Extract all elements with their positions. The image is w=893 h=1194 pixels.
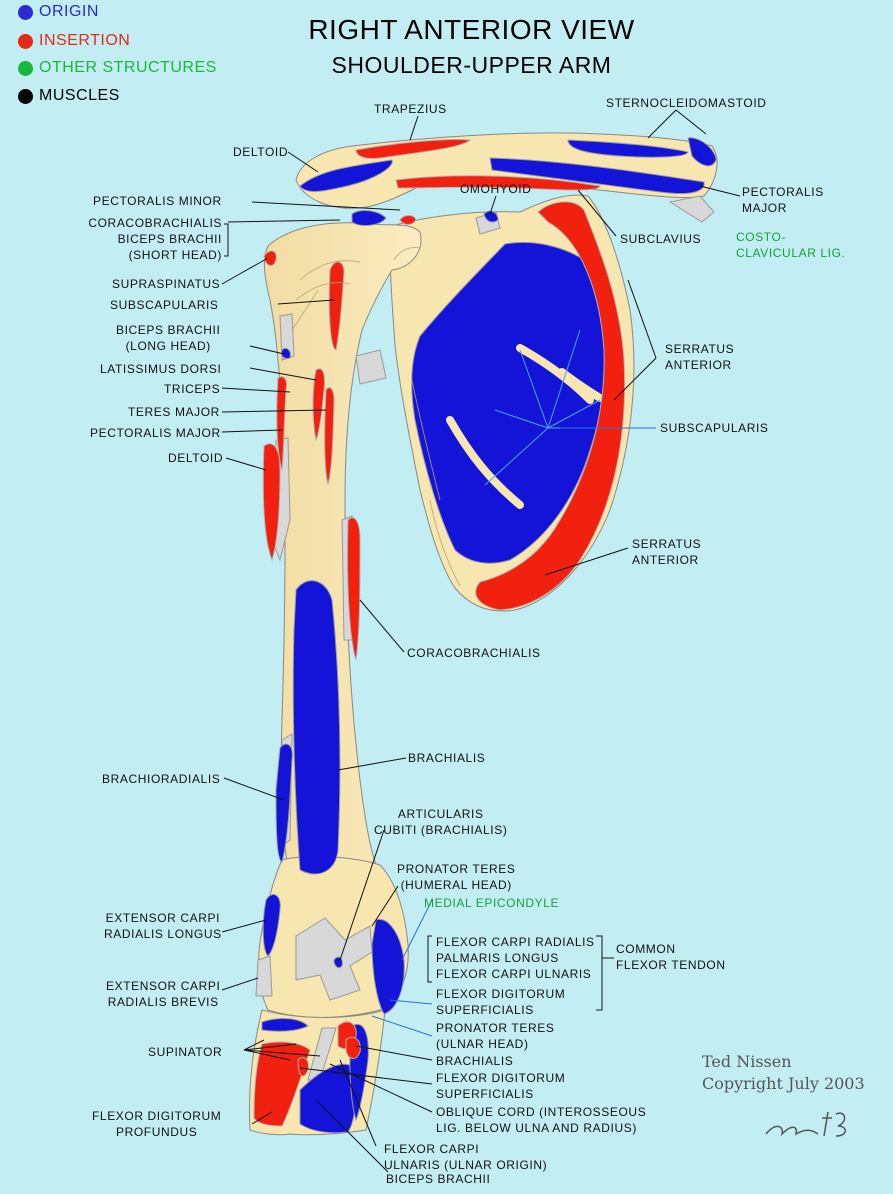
deltoid-origin [299, 159, 393, 192]
label-trapezius: TRAPEZIUS [374, 102, 447, 116]
label-pronator-humeral: PRONATOR TERES (HUMERAL HEAD) [397, 862, 516, 892]
signature-image [765, 1111, 846, 1137]
label-costo-clavicular: COSTO- CLAVICULAR LIG. [736, 230, 846, 260]
label-subscapularis-right: SUBSCAPULARIS [660, 421, 769, 435]
label-medial-epicondyle: MEDIAL EPICONDYLE [424, 896, 560, 910]
label-coracobrachialis: CORACOBRACHIALIS [407, 646, 541, 660]
legend-other: OTHER STRUCTURES [18, 59, 217, 77]
sternocleidomastoid-origin [687, 137, 717, 167]
ecrl-origin [262, 894, 281, 957]
label-articularis: ARTICULARIS CUBITI (BRACHIALIS) [374, 807, 508, 837]
label-coracobrachialis-group: CORACOBRACHIALIS BICEPS BRACHII (SHORT H… [88, 216, 222, 262]
credit-author: Ted Nissen [702, 1052, 792, 1071]
brackets [224, 223, 614, 1011]
label-biceps-lower: BICEPS BRACHII [386, 1172, 491, 1186]
label-teres-major: TERES MAJOR [128, 405, 220, 419]
origin-regions [261, 137, 717, 1134]
label-brachialis-lower: BRACHIALIS [436, 1054, 514, 1068]
label-oblique-cord: OBLIQUE CORD (INTEROSSEOUS LIG. BELOW UL… [436, 1105, 647, 1135]
label-ecrb: EXTENSOR CARPI RADIALIS BREVIS [106, 979, 221, 1009]
title-line2: SHOULDER-UPPER ARM [331, 52, 612, 78]
blue-leader-lines [371, 427, 656, 1037]
label-pectoralis-minor: PECTORALIS MINOR [93, 194, 222, 208]
label-latissimus: LATISSIMUS DORSI [100, 362, 222, 376]
label-subclavius: SUBCLAVIUS [620, 232, 702, 246]
label-biceps-long: BICEPS BRACHII (LONG HEAD) [116, 323, 221, 353]
supinator-insertion [253, 1041, 311, 1127]
label-brachialis-upper: BRACHIALIS [408, 751, 486, 765]
credit-copyright: Copyright July 2003 [702, 1074, 865, 1093]
subclavius-band [567, 139, 689, 158]
label-common-flexor: COMMON FLEXOR TENDON [616, 942, 726, 972]
omohyoid-origin [483, 210, 499, 223]
label-sternocleidomastoid: STERNOCLEIDOMASTOID [606, 96, 767, 110]
title-line1: RIGHT ANTERIOR VIEW [308, 14, 635, 45]
label-supinator: SUPINATOR [148, 1045, 223, 1059]
label-triceps: TRICEPS [164, 382, 221, 396]
articularis-origin [333, 956, 343, 969]
brachialis-origin [292, 580, 341, 875]
label-fdp: FLEXOR DIGITORUM PROFUNDUS [92, 1109, 222, 1139]
legend-muscles-dot [18, 88, 33, 104]
subscapularis-fibers [484, 329, 640, 486]
biceps-long-origin [281, 347, 291, 359]
legend-muscles: MUSCLES [18, 87, 120, 105]
legend-origin-dot [18, 4, 33, 20]
label-pronator-ulnar: PRONATOR TERES (ULNAR HEAD) [436, 1021, 555, 1051]
legend-insertion: INSERTION [18, 32, 130, 50]
legend-other-dot [18, 60, 33, 76]
brachioradialis-origin [275, 743, 293, 863]
label-deltoid-left: DELTOID [168, 451, 224, 465]
label-fcu-ulnar: FLEXOR CARPI ULNARIS (ULNAR ORIGIN) [384, 1142, 548, 1172]
label-supraspinatus: SUPRASPINATUS [112, 277, 221, 291]
supraspinatus-insertion [263, 250, 277, 266]
label-brachioradialis: BRACHIORADIALIS [102, 772, 221, 786]
bone-texture [291, 247, 461, 587]
teres-major-insertion [324, 387, 335, 486]
deltoid-insertion [262, 443, 281, 562]
label-serratus-lower: SERRATUS ANTERIOR [632, 537, 702, 567]
pectoralis-minor-origin [351, 210, 387, 226]
label-flexor-group: FLEXOR CARPI RADIALIS PALMARIS LONGUS FL… [436, 935, 595, 981]
pectoralis-major-insertion [276, 376, 287, 471]
legend-other-label: OTHER STRUCTURES [39, 59, 217, 76]
supinator-origin [261, 1018, 309, 1032]
brachialis-insertion [345, 1036, 361, 1059]
common-flexor-origin [371, 918, 405, 1015]
subscapularis-insertion [328, 261, 345, 351]
pectoralis-major-insertion-upper [395, 175, 601, 191]
legend-muscles-label: MUSCLES [39, 87, 120, 104]
fds-insertion [297, 1057, 309, 1077]
pectoralis-major-origin [489, 157, 705, 195]
pectoralis-minor-insertion [399, 215, 417, 225]
leader-lines [221, 109, 741, 1173]
serratus-insertion [475, 201, 626, 611]
coracobrachialis-insertion [346, 517, 361, 661]
label-pectoralis-major-top: PECTORALIS MAJOR [742, 185, 824, 215]
label-fds-lower: FLEXOR DIGITORUM SUPERFICIALIS [436, 1071, 566, 1101]
legend-origin: ORIGIN [18, 3, 99, 21]
insertion-regions [253, 138, 626, 1127]
label-fds-upper: FLEXOR DIGITORUM SUPERFICIALIS [436, 987, 566, 1017]
label-serratus-upper: SERRATUS ANTERIOR [665, 342, 735, 372]
label-ecrl: EXTENSOR CARPI RADIALIS LONGUS [104, 911, 222, 941]
trapezius-insertion [355, 138, 472, 159]
legend-origin-label: ORIGIN [39, 3, 99, 20]
subscapularis-origin [411, 241, 608, 564]
legend-insertion-dot [18, 33, 33, 49]
label-subscapularis-left: SUBSCAPULARIS [110, 298, 219, 312]
latissimus-insertion [312, 368, 325, 442]
legend-insertion-label: INSERTION [39, 32, 131, 49]
label-deltoid-top: DELTOID [233, 145, 289, 159]
label-omohyoid: OMOHYOID [460, 182, 532, 196]
label-pectoralis-major-left: PECTORALIS MAJOR [90, 426, 221, 440]
